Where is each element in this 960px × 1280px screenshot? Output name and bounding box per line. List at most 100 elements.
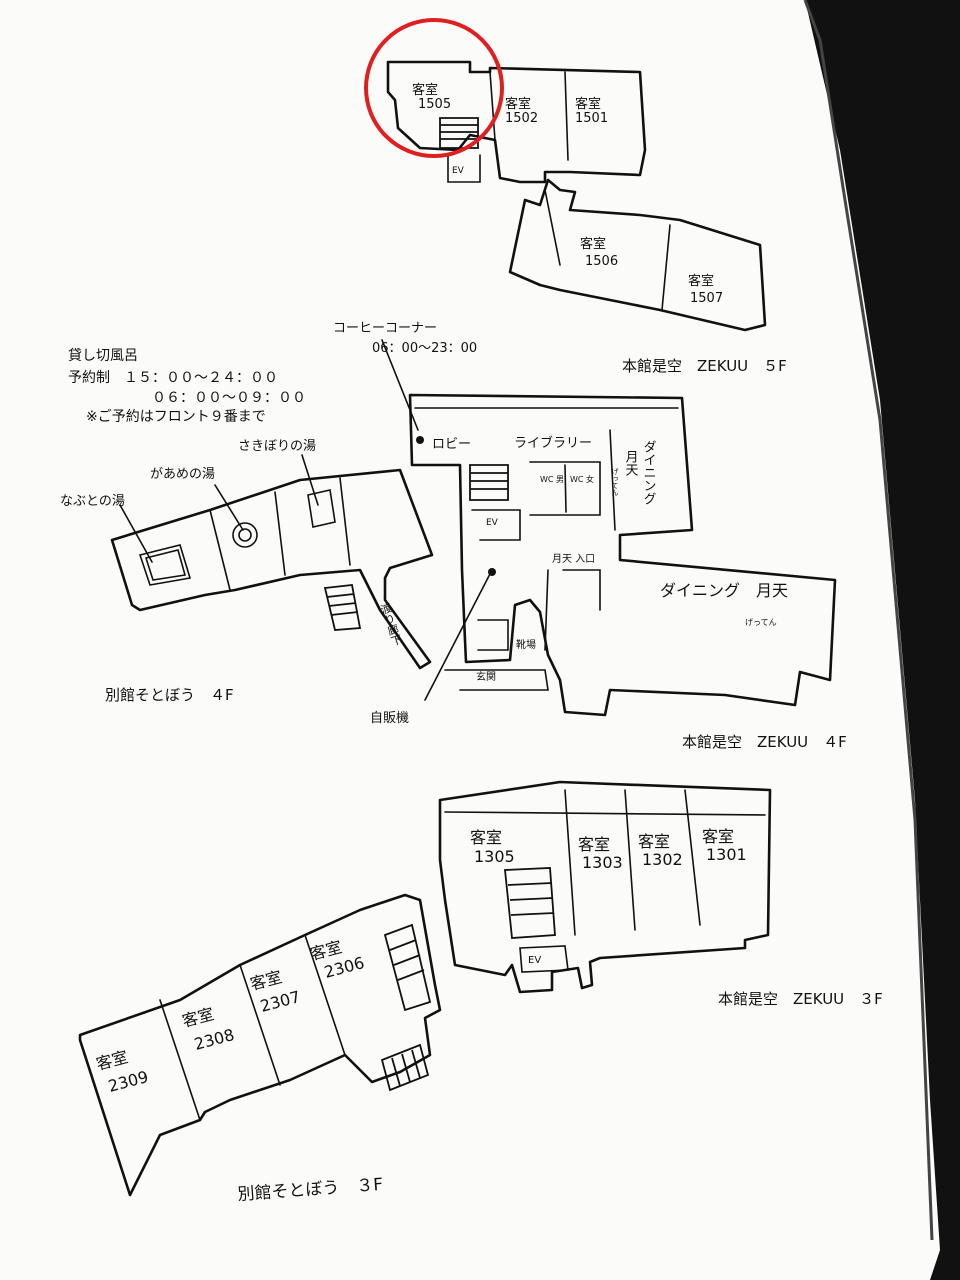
annex4-wall xyxy=(110,468,434,670)
room-1505-kanji: 客室 xyxy=(412,82,438,98)
vending-leader-line xyxy=(424,569,493,701)
floor4-ev-label: EV xyxy=(486,518,499,528)
bath-nabuto-label: なぶとの湯 xyxy=(60,494,125,509)
annex4-partition xyxy=(274,491,286,576)
floor5-ev-box xyxy=(447,154,481,183)
shoe-area-label: 靴場 xyxy=(516,638,536,651)
floor3-stairs xyxy=(504,867,556,939)
floor5-wall-bottom xyxy=(508,178,767,332)
room-1305-kanji: 客室 xyxy=(470,828,502,847)
floor5-title: 本館是空 ZEKUU ５F xyxy=(622,357,787,375)
floor4-corridor-line xyxy=(544,569,549,651)
floor-4-main-plan xyxy=(381,339,837,717)
coffee-corner-hours: 06：00〜23：00 xyxy=(372,341,477,356)
floor4-wc-block xyxy=(529,461,601,516)
floor4-main-stairs xyxy=(469,464,509,501)
gettem-entrance-label: 月天 入口 xyxy=(552,553,595,565)
room-2309-number: 2309 xyxy=(106,1067,150,1096)
paper-edge xyxy=(803,0,934,1241)
room-1501-number: 1501 xyxy=(575,111,608,126)
entrance-label: 玄関 xyxy=(476,670,496,683)
floor-5-plan xyxy=(386,60,767,332)
floor5-ev-label: EV xyxy=(452,166,465,176)
bath-gaame-tub xyxy=(232,522,258,548)
annex3-partition xyxy=(159,999,201,1121)
room-2308-number: 2308 xyxy=(192,1025,236,1054)
bath-gaame-label: があめの湯 xyxy=(150,467,215,482)
room-1502-kanji: 客室 xyxy=(505,96,531,112)
annex3-partition xyxy=(239,964,281,1086)
room-1301-kanji: 客室 xyxy=(702,827,734,846)
highlight-circle-1505 xyxy=(364,18,504,158)
room-1506-number: 1506 xyxy=(585,254,618,269)
floor3-main-wall xyxy=(438,780,772,994)
bath-nabuto-tub xyxy=(138,544,192,586)
bath-sakibori-tub xyxy=(307,489,336,528)
room-2307-number: 2307 xyxy=(258,987,302,1016)
private-bath-reservation-note: ※ご予約はフロント９番まで xyxy=(86,409,266,425)
private-bath-title: 貸し切風呂 xyxy=(68,348,138,364)
wc-women-label: WC 女 xyxy=(570,474,594,484)
floor4-annex-title: 別館そとぼう ４F xyxy=(105,686,234,704)
room-1506-kanji: 客室 xyxy=(580,236,606,252)
annex3-stairs-lower xyxy=(380,1043,430,1092)
bath3-leader xyxy=(301,454,319,506)
private-bath-hours-1: 予約制 １５：００〜２４：００ xyxy=(68,370,278,386)
room-1501-kanji: 客室 xyxy=(575,96,601,112)
floor3-main-inner xyxy=(444,811,766,816)
room-2308-kanji: 客室 xyxy=(180,1004,216,1031)
dining-gettem-ruby: げってん xyxy=(745,618,777,627)
dining-vertical-name: ダイニング xyxy=(641,440,657,505)
coffee-marker xyxy=(416,436,424,444)
floor5-stairs xyxy=(439,117,479,149)
room-1507-kanji: 客室 xyxy=(688,273,714,289)
floor5-partition xyxy=(661,224,671,311)
floor4-entrance-line xyxy=(562,569,601,611)
annex4-partition xyxy=(339,477,351,566)
floor-4-annex-plan xyxy=(110,454,434,670)
floor4-dining-divider xyxy=(609,429,616,531)
annex4-stairs xyxy=(323,584,362,631)
floor4-ev-box xyxy=(471,509,521,541)
vending-machine-label: 自販機 xyxy=(370,711,409,726)
library-label: ライブラリー xyxy=(514,435,592,451)
room-1507-number: 1507 xyxy=(690,291,723,306)
connecting-corridor-label: 渡り廊下 xyxy=(377,600,404,648)
room-1305-number: 1305 xyxy=(474,847,515,866)
lobby-label: ロビー xyxy=(432,437,471,452)
dining-vertical-ruby: げってん xyxy=(611,468,619,496)
floor3-partition xyxy=(624,789,636,931)
room-1302-number: 1302 xyxy=(642,850,683,869)
floor3-partition xyxy=(564,789,576,936)
coffee-corner-label: コーヒーコーナー xyxy=(333,321,437,336)
bath2-leader xyxy=(214,484,244,531)
private-bath-hours-2: ０６：００〜０９：００ xyxy=(152,390,306,406)
room-2309-kanji: 客室 xyxy=(94,1047,130,1074)
floor4-porch xyxy=(444,669,549,691)
floor3-ev-label: EV xyxy=(528,955,541,966)
floor5-partition xyxy=(544,189,561,266)
floor-3-main-plan xyxy=(438,780,772,994)
room-1303-number: 1303 xyxy=(582,853,623,872)
floor4-main-title: 本館是空 ZEKUU ４F xyxy=(682,733,847,751)
bath-sakibori-label: さきぼりの湯 xyxy=(238,439,316,454)
coffee-leader-line xyxy=(381,339,419,431)
floor-3-annex-plan xyxy=(78,893,442,1197)
room-1301-number: 1301 xyxy=(706,845,747,864)
bath-gaame-tub-inner xyxy=(238,528,252,542)
background-page-edge xyxy=(805,0,960,1280)
room-1302-kanji: 客室 xyxy=(638,832,670,851)
room-1502-number: 1502 xyxy=(505,111,538,126)
wc-men-label: WC 男 xyxy=(540,475,564,484)
floor3-partition xyxy=(684,789,701,926)
vending-marker xyxy=(488,568,496,576)
dining-gettem-label: ダイニング 月天 xyxy=(660,581,788,600)
floor4-shoe-area xyxy=(477,619,509,651)
room-1505-number: 1505 xyxy=(418,97,451,112)
dining-vertical-sub: 月天 xyxy=(623,450,639,476)
floor5-wall-top xyxy=(386,60,647,184)
floor4-main-wall xyxy=(408,393,837,717)
floor3-annex-title: 別館そとぼう ３F xyxy=(237,1175,384,1205)
